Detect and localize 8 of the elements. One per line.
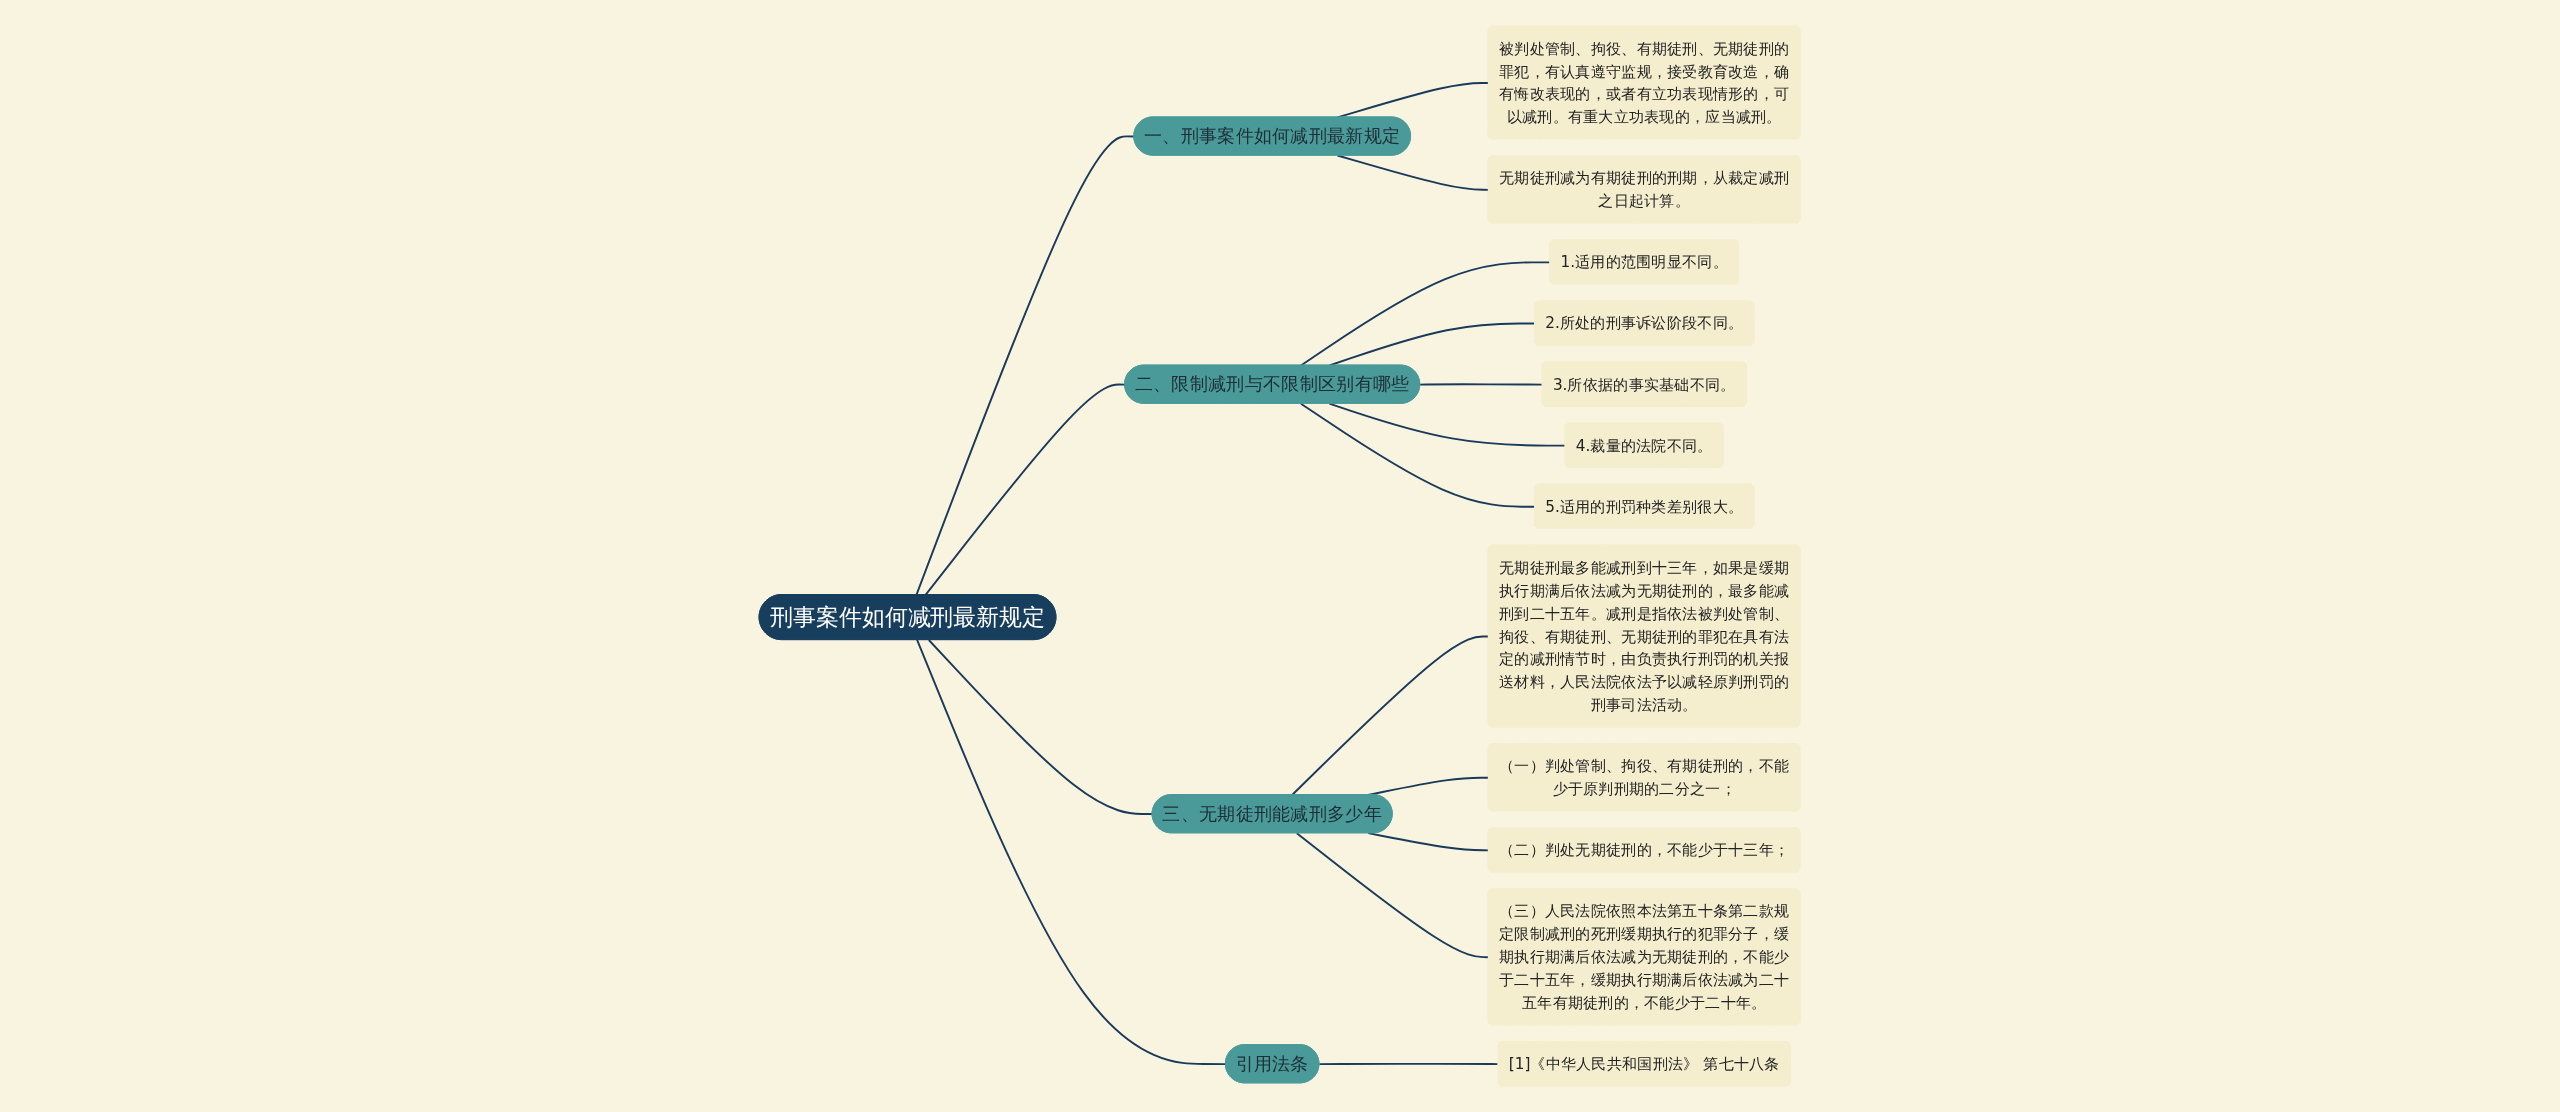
- connector: [925, 383, 1127, 596]
- connector: [1419, 383, 1544, 386]
- connector: [1318, 1062, 1500, 1066]
- connector: [915, 135, 1136, 596]
- connector: [928, 639, 1154, 815]
- connector: [1300, 402, 1537, 508]
- connector: [1328, 402, 1567, 447]
- connector: [1300, 261, 1552, 367]
